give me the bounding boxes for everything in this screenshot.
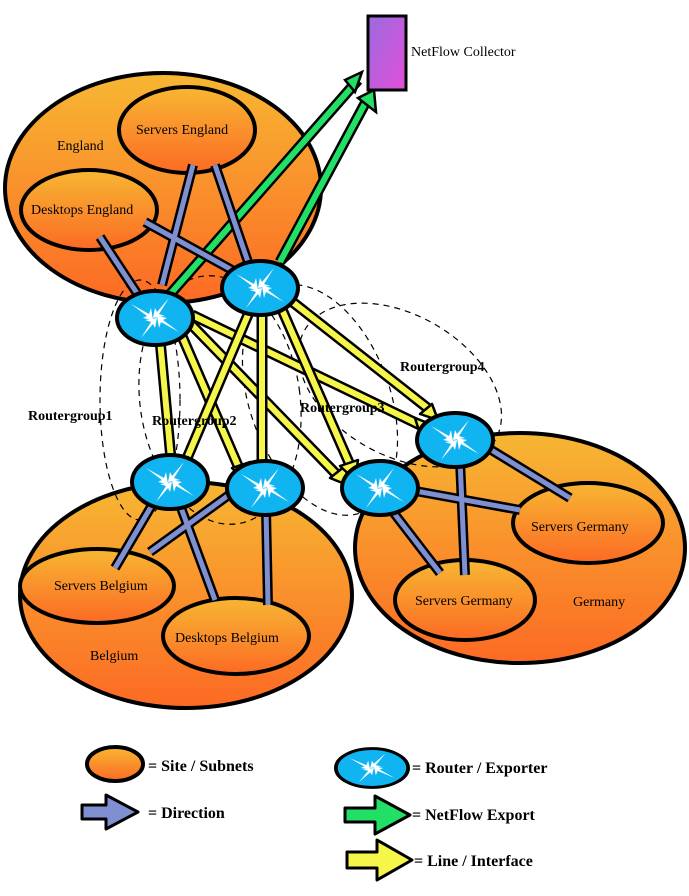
routergroup-label-2: Routergroup2 [152, 414, 237, 429]
subnet-label-servers-germany-2: Servers Germany [415, 594, 513, 609]
routergroup-label-1: Routergroup1 [28, 409, 113, 424]
subnet-desktops-england [19, 168, 159, 252]
netflow-export-arrows [160, 69, 378, 304]
site-label-belgium: Belgium [90, 649, 138, 664]
legend-netflow-icon [343, 794, 412, 836]
routergroup-label-3: Routergroup3 [300, 401, 385, 416]
legend-router-icon [333, 746, 411, 790]
site-label-germany: Germany [573, 595, 625, 610]
legend-direction-label: = Direction [148, 805, 225, 822]
legend-router-label: = Router / Exporter [412, 760, 547, 777]
subnet-servers-germany-1 [511, 481, 665, 565]
subnet-label-servers-germany-1: Servers Germany [531, 520, 629, 535]
router-belgium-1 [130, 453, 210, 511]
subnet-label-desktops-belgium: Desktops Belgium [175, 631, 279, 646]
subnet-desktops-belgium [161, 596, 311, 676]
router-england-2 [220, 259, 300, 317]
legend: = Site / Subnets = Direction = Router / … [80, 745, 547, 882]
router-belgium-2 [225, 459, 305, 517]
router-germany-2 [415, 411, 495, 469]
legend-direction-icon [80, 793, 140, 831]
legend-site-label: = Site / Subnets [148, 758, 254, 775]
legend-line-label: = Line / Interface [414, 853, 533, 870]
collector-label: NetFlow Collector [411, 45, 516, 60]
netflow-collector [366, 14, 408, 92]
subnet-label-servers-england: Servers England [136, 123, 228, 138]
legend-line-icon [345, 838, 414, 882]
site-label-england: England [57, 139, 104, 154]
subnet-label-desktops-england: Desktops England [31, 203, 133, 218]
subnet-servers-belgium [18, 547, 176, 625]
routergroup-label-4: Routergroup4 [400, 360, 485, 375]
router-germany-1 [340, 459, 420, 517]
legend-netflow-label: = NetFlow Export [412, 807, 536, 824]
line-interface-arrows [152, 295, 440, 488]
legend-site-icon [85, 745, 145, 783]
subnet-label-servers-belgium: Servers Belgium [54, 579, 148, 594]
router-england-1 [115, 289, 195, 347]
